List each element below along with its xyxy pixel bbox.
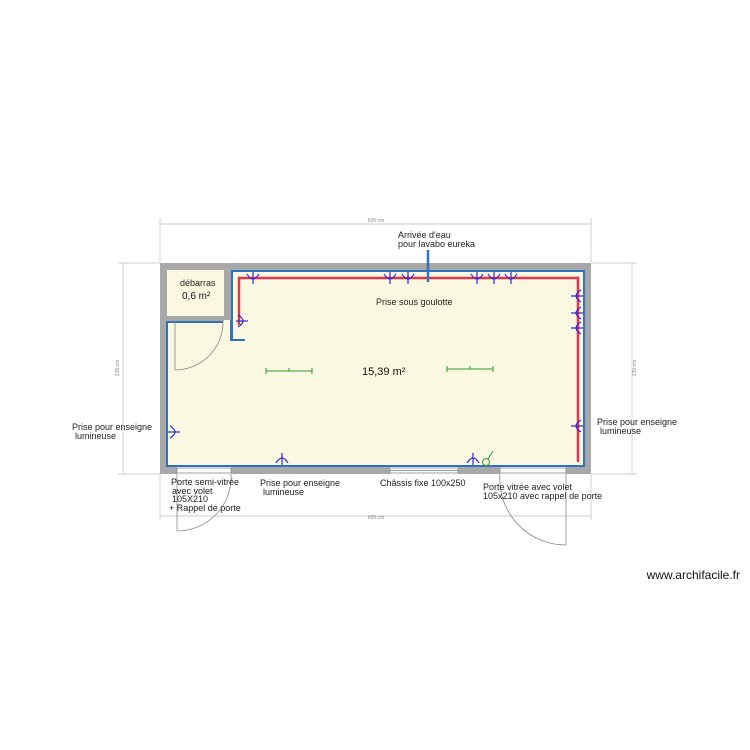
right-sign-label-line1: Prise pour enseigne [597,417,677,427]
door1-label-line4: + Rappel de porte [169,503,241,513]
door1-label-line2: avec volet [172,486,213,496]
water-label-line2: pour lavabo eureka [398,239,475,249]
dimension-top: 605 cm [368,218,384,224]
walls [160,263,591,474]
door2-label-line1: Porte vitrée avec volet [483,482,573,492]
dimension-right: 235 cm [632,360,638,376]
left-sign-label-line1: Prise pour enseigne [72,422,152,432]
watermark-text: www.archifacile.fr [646,568,740,582]
right-sign-label-line2: lumineuse [600,426,641,436]
door1-label-line1: Porte semi-vitrée [171,477,239,487]
door2-label-line2: 105x210 avec rappel de porte [483,491,602,501]
bottom-sign-label-line2: lumineuse [263,487,304,497]
door-swings [174,320,567,546]
water-pipe [166,270,585,467]
chassis-label: Châssis fixe 100x250 [380,478,466,488]
goulotte-label: Prise sous goulotte [376,297,453,307]
door-frames [176,467,567,474]
light-fixture-1 [265,368,313,374]
water-label-line1: Arrivée d'eau [398,230,451,240]
room-area-main: 15,39 m² [362,366,406,378]
dimension-left: 235 cm [115,360,121,376]
door1-label-line3: 105X210 [172,494,208,504]
bottom-sign-label-line1: Prise pour enseigne [260,478,340,488]
dimension-bottom: 605 cm [368,515,384,521]
switch-icon [482,450,494,466]
dimension-lines [118,218,637,520]
room-area-debarras: 0,6 m² [182,291,211,302]
left-sign-label-line2: lumineuse [75,431,116,441]
light-fixture-2 [446,366,494,372]
room-name-debarras: débarras [180,278,216,288]
